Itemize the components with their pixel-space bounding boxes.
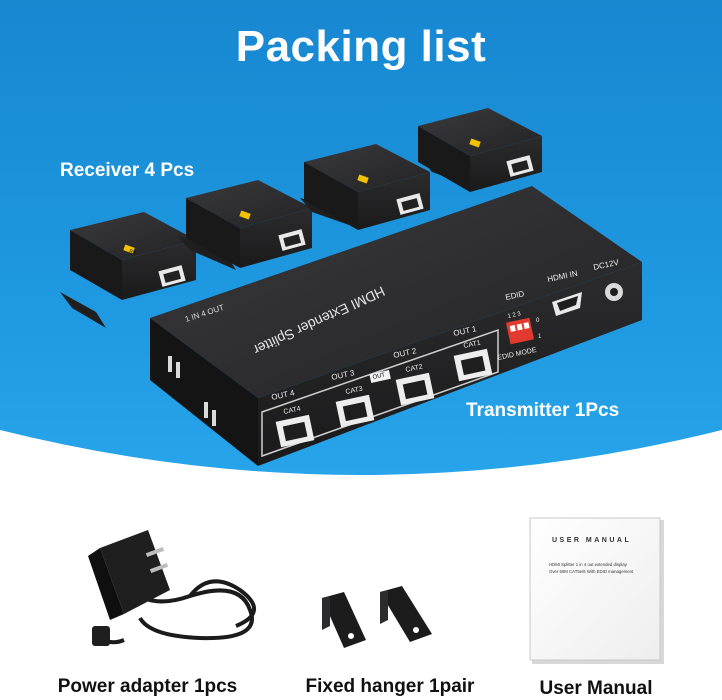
dip-numbers: 1 2 3 (507, 311, 522, 320)
receiver-unit-1 (60, 212, 196, 328)
dip-one: 1 (538, 334, 542, 340)
fixed-hanger-image (322, 586, 432, 648)
edid-label: EDID (505, 289, 526, 302)
fixed-hanger-label: Fixed hanger 1pair (305, 676, 475, 697)
transmitter-unit (150, 186, 642, 466)
power-adapter-image (88, 530, 256, 646)
user-manual-label: User Manual (539, 678, 653, 699)
manual-line-1: HDMI Splitter 1 in 4 out extended displa… (549, 562, 628, 567)
user-manual-image (529, 517, 664, 664)
receiver-unit-3 (300, 144, 430, 230)
receiver-unit-4 (418, 108, 542, 192)
cat2-label: CAT2 (405, 363, 424, 373)
transmitter-label: Transmitter 1Pcs (466, 400, 620, 421)
dip-zero: 0 (536, 318, 540, 324)
manual-line-2: Over 50M CAT5e/6 With EDID management (549, 569, 634, 574)
receiver-label: Receiver 4 Pcs (60, 160, 195, 181)
cat1-label: CAT1 (463, 339, 482, 349)
page-title: Packing list (235, 22, 487, 71)
out-tag: OUT (372, 372, 386, 381)
cat4-label: CAT4 (283, 405, 302, 415)
receiver-unit-2 (178, 180, 312, 270)
manual-heading: USER MANUAL (552, 537, 631, 544)
power-adapter-label: Power adapter 1pcs (57, 676, 238, 697)
cat3-label: CAT3 (345, 385, 364, 395)
receiver-rx-badge: RX (128, 248, 137, 256)
